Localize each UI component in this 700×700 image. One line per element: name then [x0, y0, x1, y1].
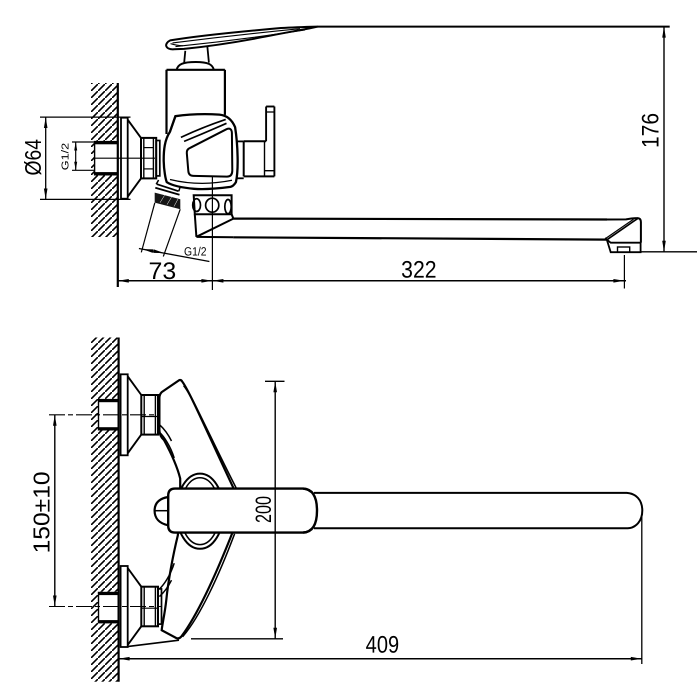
svg-text:73: 73: [148, 258, 176, 285]
svg-text:176: 176: [638, 113, 665, 148]
svg-text:322: 322: [401, 257, 436, 284]
svg-text:409: 409: [366, 632, 399, 659]
svg-text:200: 200: [251, 496, 276, 523]
svg-text:G1/2: G1/2: [60, 143, 72, 171]
svg-text:Ø64: Ø64: [20, 139, 46, 176]
svg-text:G1/2: G1/2: [184, 244, 207, 258]
svg-text:150±10: 150±10: [28, 471, 54, 553]
